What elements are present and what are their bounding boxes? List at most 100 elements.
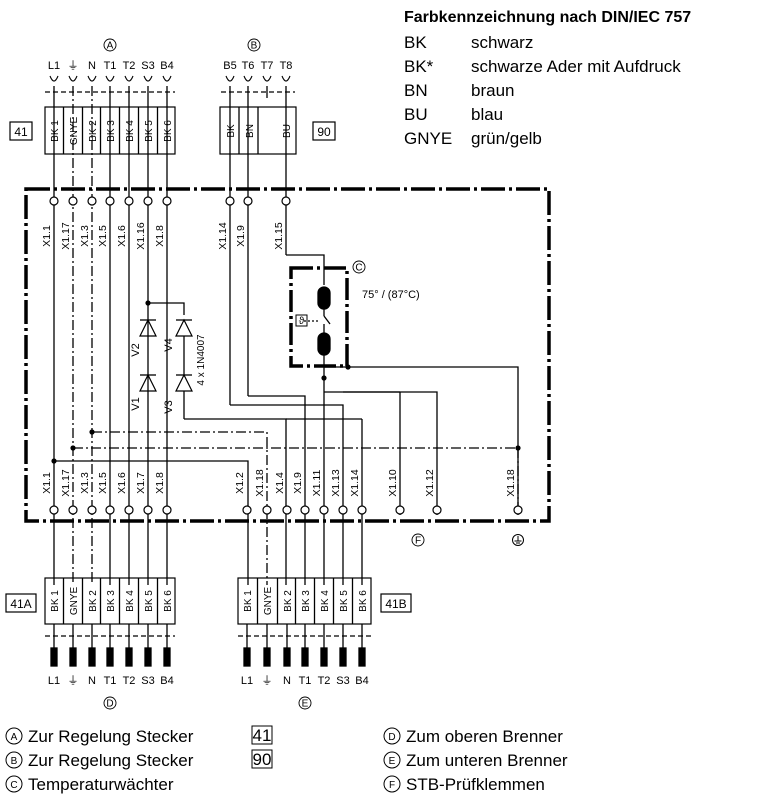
footer-text-d: Zum oberen Brenner [406,727,563,746]
terminal-ring-bottom [338,505,348,515]
terminal-block-41b-label: BK 2 [283,590,294,612]
footer-marker-e: E [389,756,396,767]
plug-pin [50,647,58,667]
footer-text-c: Temperaturwächter [28,775,174,794]
legend-code-bu: BU [404,105,428,124]
plug-pin-label: N [283,675,291,687]
footer-marker-b: B [11,756,18,767]
terminal-ring-bottom [242,505,252,515]
plug-pin-label: S3 [141,675,154,687]
wire-label-top-left: X1.3 [79,225,91,247]
wire-label-bottom-extra: X1.12 [424,469,436,497]
terminal-ring-bottom [300,505,310,515]
wire-n-bus [92,431,268,585]
terminal-ring-bottom [432,505,442,515]
terminal-block-41a-marker-ring [103,696,117,710]
junction-thermo [345,364,351,370]
plug-pin [243,647,251,667]
plug-pin [358,647,366,667]
wire-label-bottom-right: X1.9 [292,472,304,494]
terminal-block-41a-label: GNYE [69,587,80,616]
terminal-41-label: BK 1 [50,120,61,142]
footer-marker-d: D [388,732,395,743]
terminal-41-label: BK 5 [144,120,155,142]
terminal-41-label: GNYE [69,117,80,146]
wires-layer [5,86,551,667]
terminal-ring-top [225,196,235,206]
thermostat-switch [323,315,331,325]
terminal-block-41b-label: GNYE [263,587,274,616]
wire-label-bottom-extra: X1.18 [505,469,517,497]
wire-l1-bus [54,460,249,585]
plug-pin-label: L1 [48,675,60,687]
plug-pin [301,647,309,667]
plug-pin [263,647,271,667]
wire-b5-route [230,404,344,585]
legend-code-bkstar: BK* [404,57,434,76]
connector-b-pin-label: T6 [242,60,255,72]
wire-label-bottom-left: X1.3 [79,472,91,494]
terminal-block-41a-marker: D [106,698,113,709]
terminal-block-41b-tag [380,593,412,613]
terminal-block-41a-label: BK 6 [163,590,174,612]
terminal-block-41a-tag [5,593,37,613]
wire-label-bottom-right: X1.14 [349,469,361,497]
connector-a-marker-ring [103,38,117,52]
terminal-ring-bottom [162,505,172,515]
wire-label-top-left: X1.6 [116,225,128,247]
terminal-block-41b-label: BK 5 [339,590,350,612]
connector-a-pin-label: S3 [141,60,154,72]
wire-label-bottom-left: X1.6 [116,472,128,494]
plug-pin [106,647,114,667]
connector-b-marker-ring [247,38,261,52]
thermostat-box [289,266,349,368]
junction-gnye [70,445,76,451]
plug-pin-label: B4 [160,675,173,687]
diode-v1-label: V1 [130,397,142,410]
terminal-ring-bottom [105,505,115,515]
wire-label-bottom-right: X1.4 [274,472,286,494]
wire-label-bottom-left: X1.17 [60,469,72,497]
wire-label-top-left: X1.16 [135,222,147,250]
legend-desc-bn: braun [471,81,514,100]
connector-a-socket [68,75,78,82]
plug-pin [283,647,291,667]
connector-a-socket [49,75,59,82]
connector-b-pin-label: T7 [261,60,274,72]
wire-label-bottom-right: X1.11 [311,470,323,497]
terminal-41-label: BK 6 [163,120,174,142]
footer-text-b: Zur Regelung Stecker [28,751,194,770]
plug-pin-label: T2 [318,675,331,687]
terminal-90-label: BU [282,124,293,138]
terminal-41-label: BK 4 [125,120,136,142]
diode-v1 [139,373,157,392]
plug-pin [88,647,96,667]
wire-label-top-left: X1.8 [154,225,166,247]
terminal-block-41a-label: BK 5 [144,590,155,612]
wire-label-top-right: X1.15 [273,222,285,250]
terminal-ring-bottom [49,505,59,515]
footer-marker-a: A [11,732,18,743]
footer-box-a: 41 [253,726,272,745]
plug-pin [144,647,152,667]
connector-a-socket [143,75,153,82]
junction-thermo-lower [321,375,327,381]
footer-marker-c: C [10,780,17,791]
terminal-ring-bottom [513,505,523,515]
terminal-90-label: BK [226,124,237,138]
legend-code-bn: BN [404,81,428,100]
terminal-41-label: BK 2 [88,120,99,142]
thermostat-marker: C [355,262,362,273]
terminal-ring-bottom [68,505,78,515]
wire-label-top-left: X1.5 [97,225,109,247]
terminal-block-41a-label: BK 4 [125,590,136,612]
connector-b-pin-label: T8 [280,60,293,72]
terminal-ring-top [105,196,115,206]
connector-a-socket [105,75,115,82]
diode-v3-label: V3 [163,400,175,413]
wire-diode-route [184,418,287,480]
earth-symbol [512,534,524,546]
legend-desc-bk: schwarz [471,33,533,52]
